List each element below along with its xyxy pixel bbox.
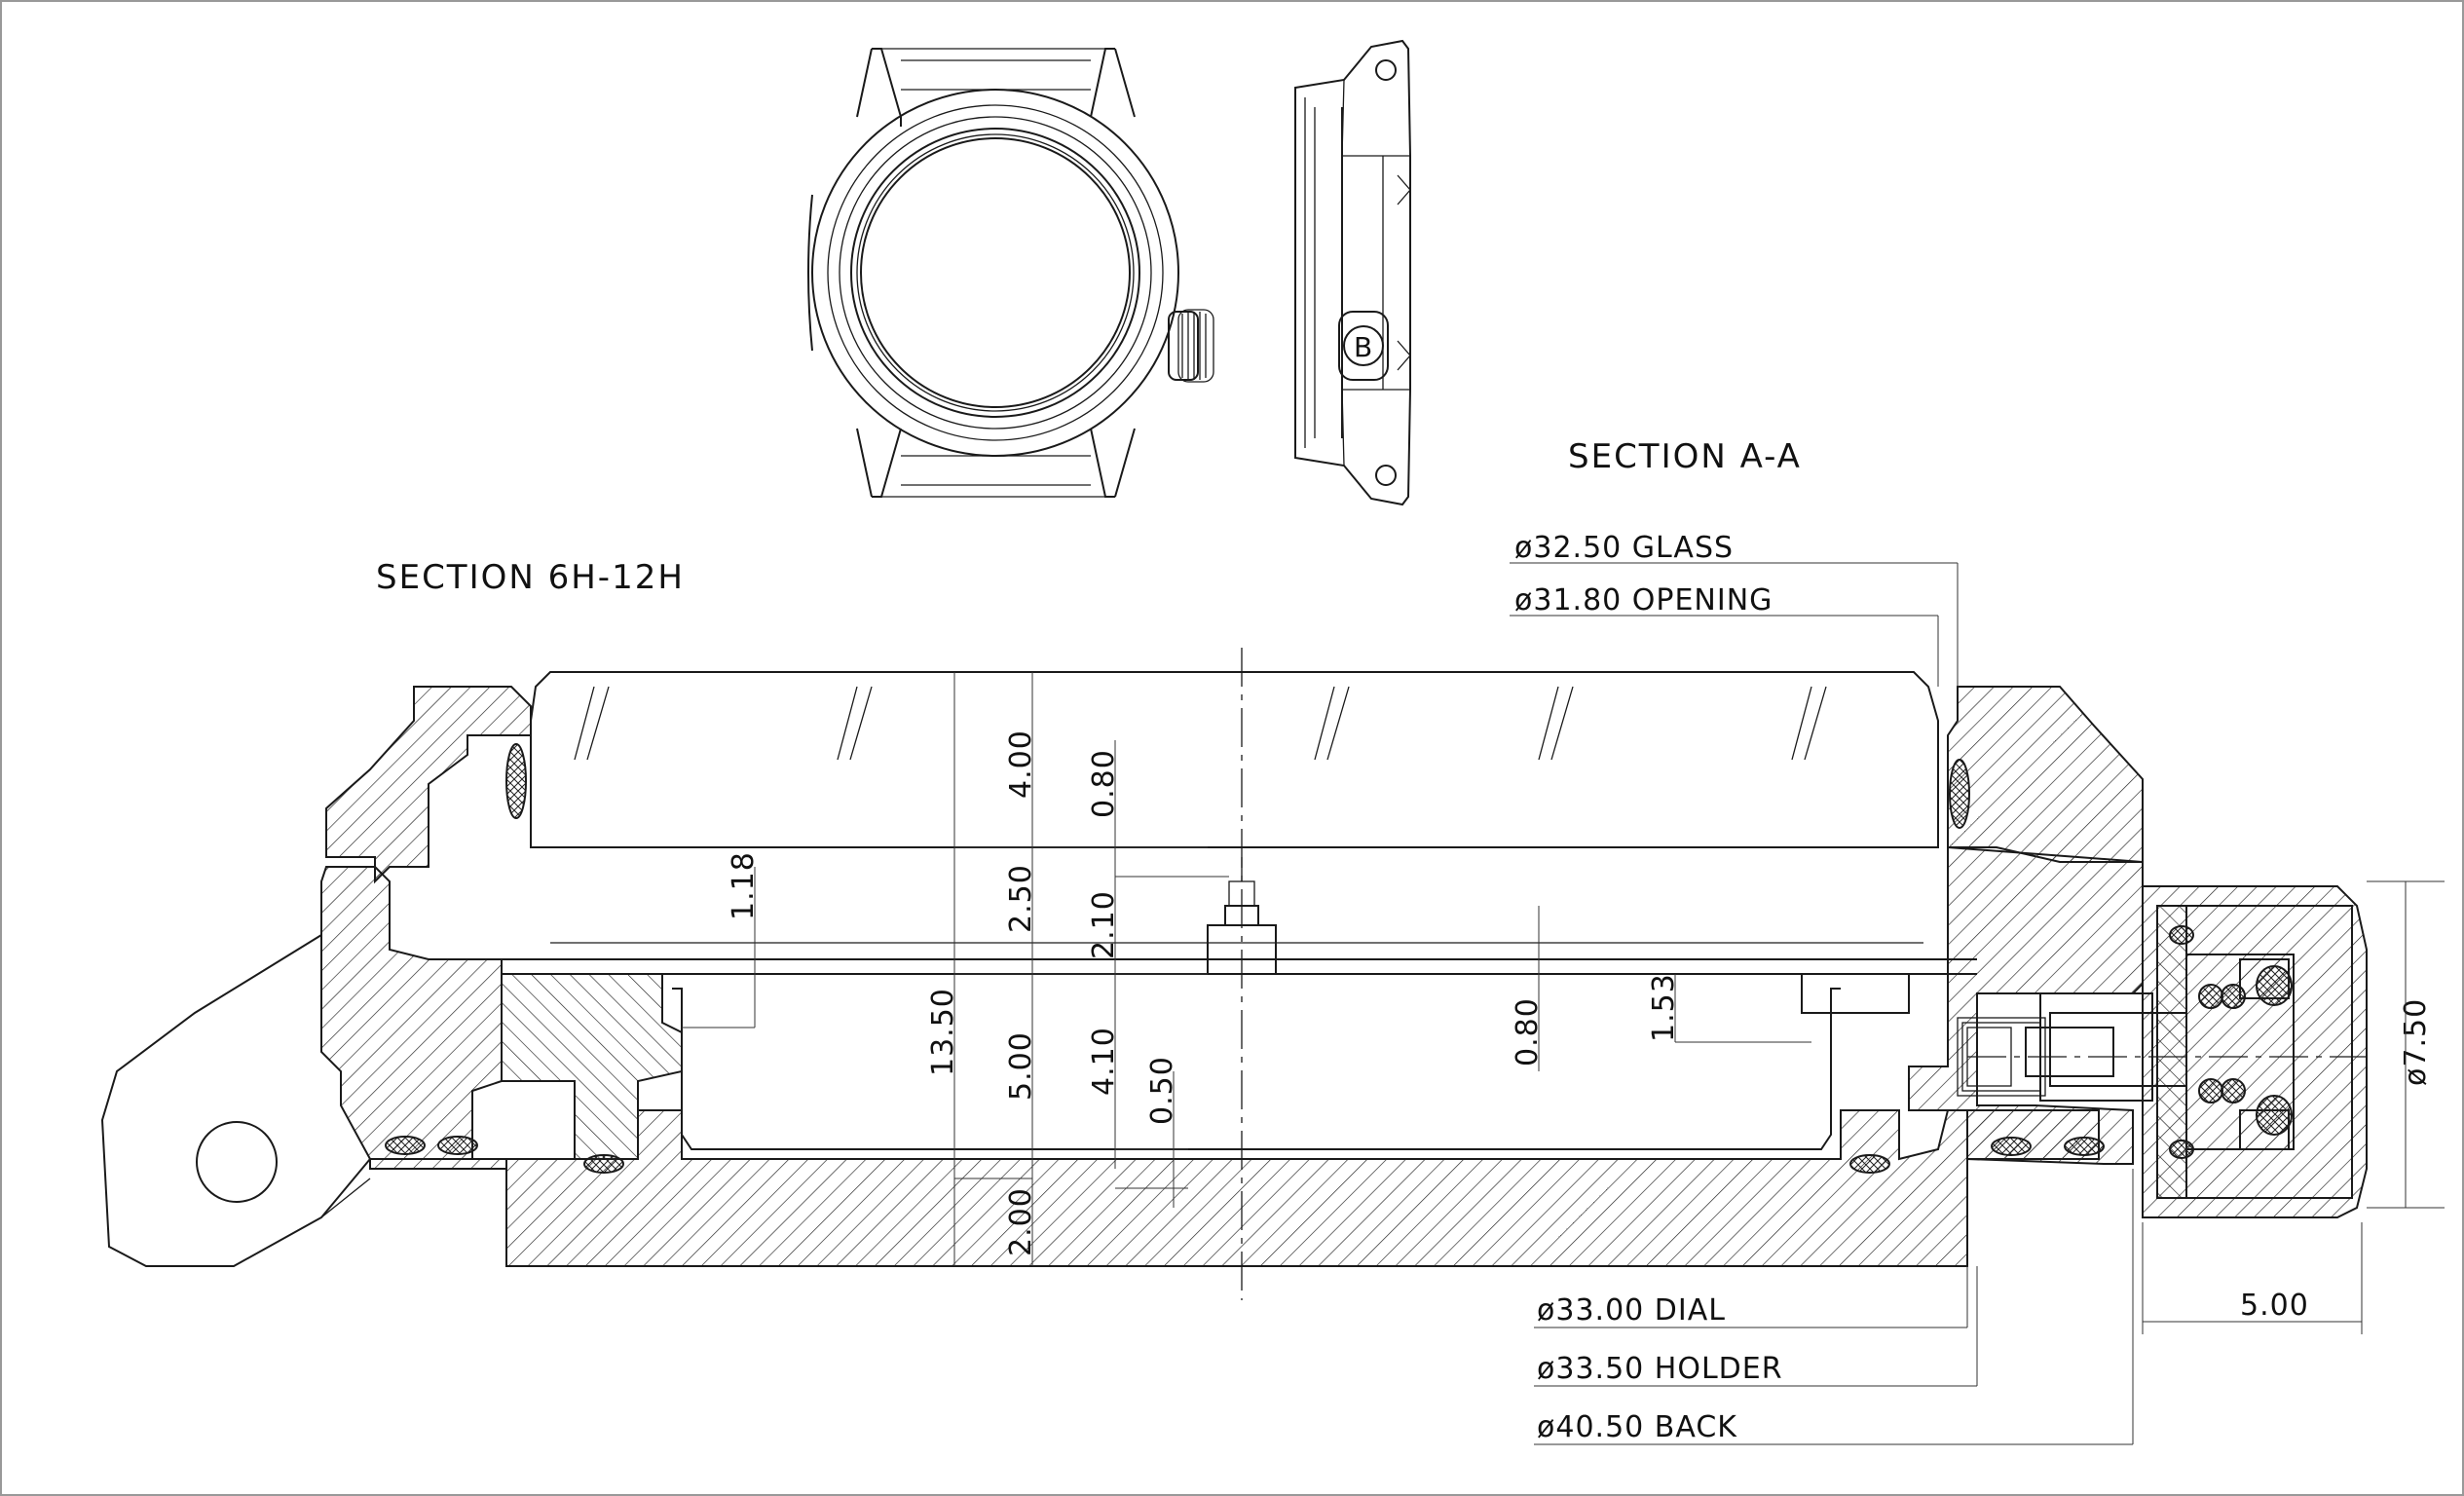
seal-left-back (385, 1136, 426, 1155)
dim-2-10: 2.10 (1087, 890, 1121, 959)
dim-7-50: ø7.50 (2399, 998, 2433, 1086)
main-section (100, 648, 2368, 1300)
callout-dial: ø33.00 DIAL (1537, 1293, 1726, 1328)
dim-2-50: 2.50 (1004, 864, 1038, 933)
dim-0-80-top: 0.80 (1087, 749, 1121, 818)
dim-5-00-h: 5.00 (2240, 1289, 2309, 1323)
dim-1-53: 1.53 (1647, 973, 1681, 1042)
dim-4-10: 4.10 (1087, 1027, 1121, 1096)
callout-opening: ø31.80 OPENING (1514, 583, 1773, 617)
callout-holder: ø33.50 HOLDER (1537, 1352, 1783, 1386)
side-view: B (1294, 39, 1411, 506)
dim-0-80-right: 0.80 (1511, 997, 1545, 1066)
front-view (807, 48, 1214, 498)
dim-1-18: 1.18 (727, 851, 761, 920)
callouts: ø32.50 GLASS ø31.80 OPENING ø33.00 DIAL … (1510, 531, 2134, 1445)
callout-glass: ø32.50 GLASS (1514, 531, 1734, 565)
seal-right-bezel (1949, 759, 1970, 829)
dim-0-50: 0.50 (1145, 1056, 1179, 1125)
section-aa-title: SECTION A-A (1568, 437, 1802, 476)
callout-back: ø40.50 BACK (1537, 1410, 1737, 1444)
dim-13-50: 13.50 (926, 988, 960, 1076)
crown-dimensions: 5.00 (2142, 880, 2445, 1334)
vertical-dimension-labels: 4.00 0.80 2.50 2.10 1.18 13.50 5.00 4.10… (727, 729, 2433, 1256)
dimension-lines (682, 672, 1811, 1266)
dim-5-00-v: 5.00 (1004, 1031, 1038, 1101)
dim-2-00: 2.00 (1004, 1187, 1038, 1256)
section-main-title: SECTION 6H-12H (376, 558, 685, 597)
dim-4-00: 4.00 (1004, 729, 1038, 799)
seal-left-bezel (505, 743, 527, 819)
crown-logo-icon: B (1354, 331, 1372, 363)
